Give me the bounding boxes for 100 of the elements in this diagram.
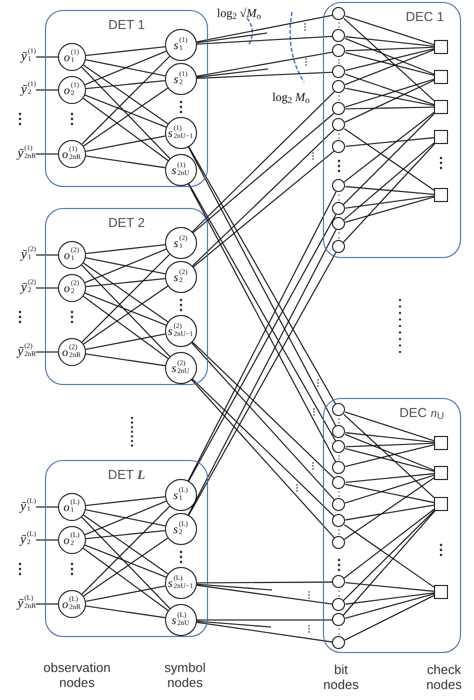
column-caption: bit nodes bbox=[323, 662, 359, 692]
connection-line bbox=[345, 78, 434, 108]
connection-line bbox=[345, 582, 434, 592]
connection-line bbox=[36, 351, 58, 353]
bit-node bbox=[332, 7, 345, 20]
bit-node bbox=[332, 514, 345, 527]
connection-line bbox=[86, 80, 166, 90]
bit-node bbox=[332, 440, 345, 453]
connection-line bbox=[196, 620, 272, 628]
connection-line bbox=[36, 287, 58, 289]
connection-line bbox=[192, 342, 335, 479]
connection-line bbox=[86, 509, 166, 526]
connection-line bbox=[86, 46, 166, 56]
connection-line bbox=[345, 106, 434, 110]
connection-line bbox=[344, 477, 434, 540]
decoder-panel bbox=[323, 2, 461, 258]
connection-line bbox=[84, 500, 166, 536]
connection-line bbox=[82, 296, 168, 359]
connection-line bbox=[193, 150, 334, 268]
connection-line bbox=[84, 50, 166, 86]
connection-line bbox=[196, 52, 333, 77]
connection-line bbox=[86, 136, 166, 152]
connection-line bbox=[86, 334, 166, 350]
connection-line bbox=[345, 432, 434, 443]
connection-line bbox=[343, 414, 434, 498]
bit-node bbox=[332, 476, 345, 489]
column-caption: check nodes bbox=[426, 662, 462, 692]
connection-line bbox=[84, 94, 166, 128]
bit-node bbox=[332, 575, 345, 588]
connection-line bbox=[36, 56, 58, 58]
connection-line bbox=[196, 36, 333, 45]
bit-node bbox=[332, 425, 345, 438]
connection-line bbox=[345, 473, 434, 483]
connection-line bbox=[192, 378, 335, 517]
bit-node bbox=[332, 65, 345, 78]
check-node bbox=[434, 40, 448, 54]
bit-node bbox=[332, 118, 345, 131]
connection-line bbox=[86, 59, 166, 76]
bit-node bbox=[332, 102, 345, 115]
check-node bbox=[434, 496, 448, 510]
bit-node bbox=[332, 613, 345, 626]
connection-line bbox=[86, 354, 166, 366]
connection-line bbox=[82, 506, 170, 594]
panel-title: DEC n$_{U}$ bbox=[399, 404, 444, 422]
connection-line bbox=[84, 248, 166, 284]
connection-line bbox=[83, 88, 168, 146]
connection-line bbox=[82, 98, 168, 161]
connection-line bbox=[83, 514, 168, 574]
connection-line bbox=[343, 510, 434, 601]
check-node bbox=[434, 436, 448, 450]
column-caption: observation nodes bbox=[43, 660, 111, 690]
connection-line bbox=[81, 264, 170, 357]
connection-line bbox=[83, 286, 168, 344]
connection-line bbox=[345, 504, 434, 520]
check-node bbox=[434, 584, 448, 598]
connection-line bbox=[192, 112, 334, 234]
detector-panel bbox=[45, 460, 208, 637]
connection-line bbox=[196, 14, 333, 42]
connection-line bbox=[345, 52, 434, 76]
connection-line bbox=[344, 49, 434, 86]
check-node bbox=[434, 100, 448, 114]
connection-line bbox=[36, 254, 58, 256]
connection-line bbox=[344, 508, 434, 578]
decoder-panel bbox=[323, 398, 461, 653]
connection-line bbox=[192, 91, 335, 232]
bit-node bbox=[332, 461, 345, 474]
connection-line bbox=[81, 66, 170, 159]
connection-line bbox=[345, 36, 434, 47]
connection-line bbox=[345, 474, 434, 504]
connection-line bbox=[343, 114, 434, 205]
panel-title: DET 1 bbox=[108, 16, 145, 34]
connection-line bbox=[83, 262, 168, 322]
connection-line bbox=[345, 46, 434, 52]
bit-node bbox=[332, 536, 345, 549]
connection-line bbox=[345, 137, 434, 147]
bit-node bbox=[332, 140, 345, 153]
connection-line bbox=[345, 16, 434, 46]
connection-line bbox=[342, 510, 436, 616]
connection-line bbox=[86, 156, 166, 168]
connection-line bbox=[36, 506, 58, 508]
bit-node bbox=[332, 179, 345, 192]
connection-line bbox=[86, 606, 166, 618]
column-caption: symbol nodes bbox=[164, 660, 206, 690]
connection-line bbox=[197, 582, 332, 584]
connection-line bbox=[196, 68, 268, 78]
connection-line bbox=[345, 442, 434, 448]
connection-line bbox=[343, 144, 435, 243]
bit-node bbox=[332, 44, 345, 57]
dimension-label: log$_{2}$ M$_{o}$ bbox=[272, 89, 310, 106]
connection-line bbox=[344, 434, 434, 471]
connection-line bbox=[81, 516, 170, 609]
connection-line bbox=[36, 153, 58, 155]
connection-line bbox=[196, 622, 333, 643]
connection-line bbox=[36, 539, 58, 541]
connection-line bbox=[344, 595, 434, 641]
connection-line bbox=[86, 586, 166, 602]
connection-line bbox=[83, 64, 168, 124]
panel-title: DET 2 bbox=[108, 214, 145, 232]
connection-line bbox=[86, 530, 166, 540]
connection-line bbox=[344, 74, 434, 106]
